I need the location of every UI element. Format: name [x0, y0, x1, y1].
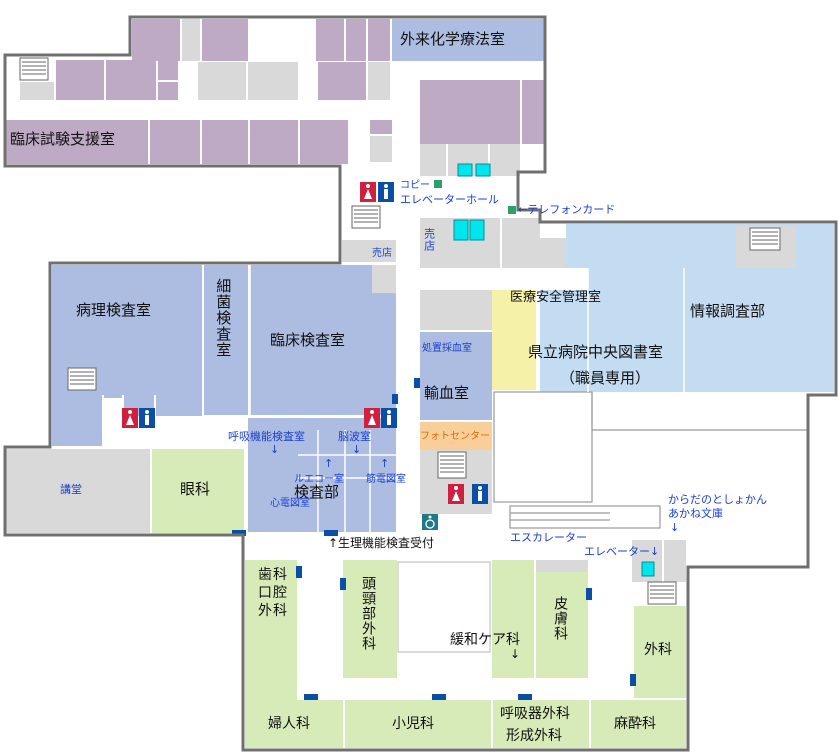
- label-ecg: 心電図室: [270, 498, 310, 509]
- room-gynecology: 婦人科: [268, 716, 310, 732]
- room-dividers: [249, 265, 685, 532]
- room-dermatology: 皮膚科: [552, 596, 569, 641]
- lab-wing: [52, 240, 396, 446]
- label-shop: 売店: [372, 248, 392, 259]
- library-wing: [540, 224, 834, 392]
- room-respiratory-line2: 形成外科: [506, 728, 562, 744]
- room-blood-collection: 処置採血室: [422, 343, 472, 354]
- room-lecture-hall: 講堂: [60, 483, 82, 496]
- outer-walls: [3, 15, 838, 752]
- label-respiratory-function: 呼吸機能検査室: [228, 430, 305, 443]
- room-head-neck: 頭頸部外科: [360, 576, 377, 651]
- room-clinical-trial: 臨床試験支援室: [10, 130, 116, 148]
- label-echo: ルエコー室: [294, 474, 344, 485]
- label-library-ref-line1: からだのとしょかん: [668, 493, 767, 506]
- room-outpatient-chemo: 外来化学療法室: [400, 30, 506, 48]
- stairs-icon: [19, 57, 781, 605]
- room-photo-center: フォトセンター: [420, 431, 490, 442]
- label-elevator-hall: エレベーターホール: [400, 193, 499, 206]
- wheelchair-icon: [422, 514, 438, 530]
- room-dental: 歯科口腔外科: [258, 567, 288, 620]
- elevator-icon: [453, 163, 655, 577]
- label-palliative-arrow: ↓: [510, 647, 521, 661]
- center-column: [420, 218, 566, 534]
- green-markers: [434, 180, 516, 214]
- room-library-line2: （職員専用）: [560, 369, 651, 387]
- label-elevator: エレベーター↓: [584, 545, 660, 558]
- room-clinical-lab: 臨床検査室: [270, 331, 346, 349]
- label-library-ref-line2: あかね文庫: [668, 507, 723, 520]
- label-eeg-arrow: ↓: [352, 443, 362, 456]
- label-emg: 筋電図室: [366, 474, 406, 485]
- room-info-research: 情報調査部: [690, 302, 766, 320]
- room-pathology: 病理検査室: [76, 301, 152, 319]
- room-transfusion: 輸血室: [424, 384, 470, 402]
- room-anesthesiology: 麻酔科: [614, 716, 656, 732]
- label-library-ref-arrow: ↓: [670, 521, 680, 534]
- room-palliative: 緩和ケア科: [450, 632, 520, 648]
- label-respiratory-arrow: ↓: [270, 443, 280, 456]
- label-arrow-up-echo: ↑: [324, 457, 334, 470]
- escalator-area: [493, 391, 808, 582]
- room-surgery: 外科: [644, 642, 672, 658]
- restroom-icon: [122, 182, 488, 504]
- label-shop-vertical: 売店: [422, 228, 436, 252]
- label-arrow-up-emg: ↑: [380, 457, 390, 470]
- room-pediatrics: 小児科: [392, 716, 434, 732]
- door-markers: [232, 378, 636, 700]
- label-physio-reception: ↑生理機能検査受付: [328, 536, 435, 550]
- room-safety-mgmt: 医療安全管理室: [510, 290, 602, 305]
- outpatient-wing: [245, 560, 686, 748]
- room-respiratory-line1: 呼吸器外科: [500, 706, 570, 722]
- room-library-line1: 県立病院中央図書室: [528, 343, 664, 361]
- label-copy: コピー: [400, 180, 430, 191]
- label-telephone-card: ←テレフォンカード: [518, 203, 616, 216]
- label-escalator: エスカレーター: [510, 531, 587, 544]
- exam-wing: [6, 418, 396, 533]
- label-eeg: 脳波室: [338, 430, 371, 443]
- room-ophthalmology: 眼科: [180, 480, 211, 498]
- room-exam-dept: 検査部: [294, 483, 340, 501]
- top-wing: [6, 19, 544, 176]
- room-bacteriology: 細菌検査室: [214, 278, 233, 358]
